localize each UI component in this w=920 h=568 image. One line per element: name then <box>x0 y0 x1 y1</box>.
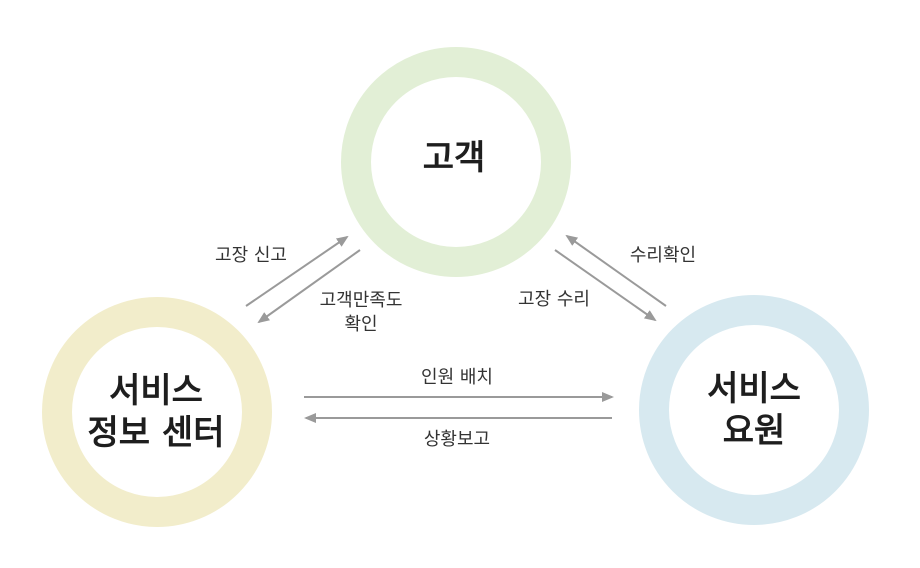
satisfaction-check-arrow <box>257 249 361 324</box>
customer-node-label: 고객 <box>423 137 486 179</box>
fault-report-arrow <box>245 235 349 307</box>
fault-report-label: 고장 신고 <box>215 245 287 266</box>
service-staff-label-line1: 서비스 <box>707 369 801 409</box>
dispatch-label: 인원 배치 <box>421 367 493 388</box>
customer-ring <box>341 47 571 277</box>
satisfaction-check-label-line2: 확인 <box>344 314 378 335</box>
service-staff-node-label: 서비스 요원 <box>707 368 801 452</box>
service-staff-label-line2: 요원 <box>722 411 786 451</box>
fault-repair-arrow <box>554 249 657 322</box>
repair-check-label: 수리확인 <box>629 245 697 266</box>
service-center-ring <box>42 297 272 527</box>
repair-check-arrow <box>565 234 667 307</box>
customer-label: 고객 <box>422 138 486 178</box>
service-center-label-line2: 정보 센터 <box>87 413 225 453</box>
satisfaction-check-label-line1: 고객만족도 <box>319 290 403 311</box>
service-center-label-line1: 서비스 <box>109 371 203 411</box>
service-staff-ring <box>639 295 869 525</box>
service-center-node-label: 서비스 정보 센터 <box>88 370 225 454</box>
fault-repair-label: 고장 수리 <box>518 289 590 310</box>
satisfaction-check-label: 고객만족도 확인 <box>320 289 403 337</box>
status-report-label: 상황보고 <box>423 429 491 450</box>
